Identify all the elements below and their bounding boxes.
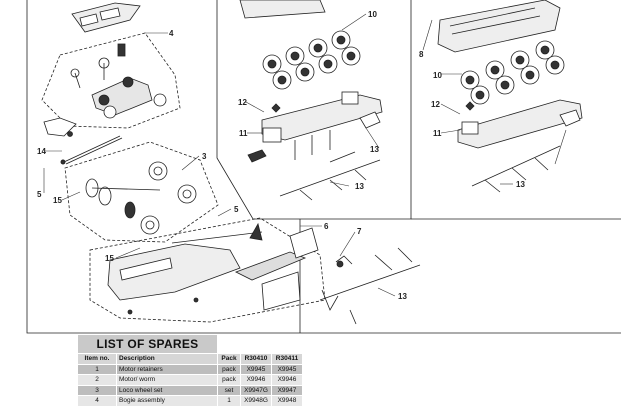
description: Motor retainers xyxy=(116,363,218,375)
callout-6: 6 xyxy=(324,222,329,231)
loco-wheel-set xyxy=(85,161,197,235)
pack: 1 xyxy=(217,395,241,407)
center-wheel-set xyxy=(239,0,361,90)
table-row: 2 Motor/ worm pack X9946 X9946 xyxy=(77,374,303,386)
callout-11: 11 xyxy=(433,129,442,138)
callout-5: 5 xyxy=(37,190,42,199)
col-header-r30411: R30411 xyxy=(271,353,303,365)
r30410: X9946 xyxy=(240,374,272,386)
center-brake-rigging xyxy=(279,151,381,201)
callout-15: 15 xyxy=(53,196,62,205)
right-frame xyxy=(457,99,583,149)
right-frame-top xyxy=(437,0,561,53)
r30411: X9946 xyxy=(271,374,303,386)
callout-15: 15 xyxy=(105,254,114,263)
chassis-base xyxy=(107,231,263,315)
r30410: X9948G xyxy=(240,395,272,407)
callout-10: 10 xyxy=(433,71,442,80)
r30411: X9945 xyxy=(271,363,303,375)
callout-12: 12 xyxy=(238,98,247,107)
r30411: X9948 xyxy=(271,395,303,407)
callout-13: 13 xyxy=(355,182,364,191)
r30410: X9945 xyxy=(240,363,272,375)
brake-gear-lower xyxy=(319,247,421,325)
callout-3: 3 xyxy=(202,152,207,161)
callout-4: 4 xyxy=(169,29,174,38)
chassis-top-part xyxy=(71,2,141,33)
callout-10: 10 xyxy=(368,10,377,19)
pack: set xyxy=(217,384,241,396)
motor-assembly xyxy=(70,43,167,119)
col-header-description: Description xyxy=(116,353,218,365)
right-wheel-set xyxy=(460,40,565,105)
table-row: 1 Motor retainers pack X9945 X9945 xyxy=(77,363,303,375)
spares-table: LIST OF SPARES Item no. Description Pack… xyxy=(77,334,303,407)
r30411: X9947 xyxy=(271,384,303,396)
item-no: 1 xyxy=(77,363,117,375)
motor-group-outline xyxy=(41,32,181,129)
table-row: 4 Bogie assembly 1 X9948G X9948 xyxy=(77,395,303,407)
callout-5: 5 xyxy=(234,205,239,214)
callout-13: 13 xyxy=(516,180,525,189)
callout-8: 8 xyxy=(419,50,424,59)
diagram-frame xyxy=(26,0,621,334)
description: Loco wheel set xyxy=(116,384,218,396)
description: Bogie assembly xyxy=(116,395,218,407)
callout-12: 12 xyxy=(431,100,440,109)
pack: pack xyxy=(217,363,241,375)
item-no: 3 xyxy=(77,384,117,396)
callout-11: 11 xyxy=(239,129,248,138)
pack: pack xyxy=(217,374,241,386)
callout-14: 14 xyxy=(37,147,46,156)
right-brake-rigging xyxy=(471,145,561,193)
spares-title: LIST OF SPARES xyxy=(77,334,218,354)
r30410: X9947G xyxy=(240,384,272,396)
callout-7: 7 xyxy=(357,227,362,236)
body-group-outline xyxy=(89,217,326,323)
table-row: 3 Loco wheel set set X9947G X9947 xyxy=(77,384,303,396)
callout-13: 13 xyxy=(370,145,379,154)
description: Motor/ worm xyxy=(116,374,218,386)
center-frame xyxy=(247,91,383,163)
callout-13: 13 xyxy=(398,292,407,301)
col-header-item-no: Item no. xyxy=(77,353,117,365)
item-no: 2 xyxy=(77,374,117,386)
drive-shaft xyxy=(60,135,123,165)
wheel-group-outline xyxy=(64,141,219,243)
coupling-part xyxy=(43,117,77,137)
col-header-pack: Pack xyxy=(217,353,241,365)
chassis-plate xyxy=(234,222,319,311)
col-header-r30410: R30410 xyxy=(240,353,272,365)
item-no: 4 xyxy=(77,395,117,407)
